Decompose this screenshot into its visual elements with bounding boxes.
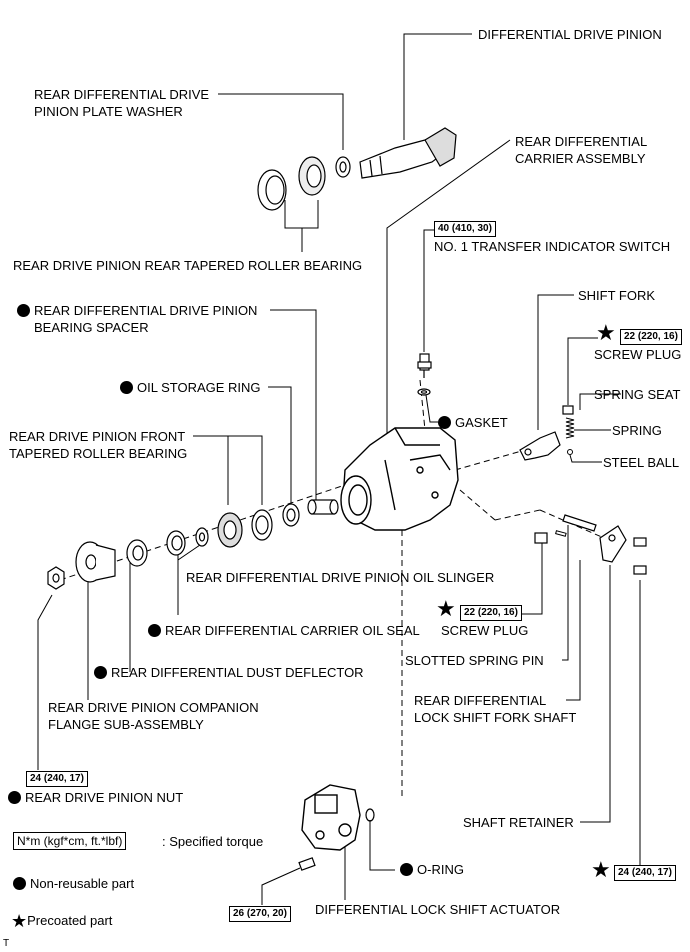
label-oil-seal: REAR DIFFERENTIAL CARRIER OIL SEAL <box>148 622 420 639</box>
label-differential-drive-pinion: DIFFERENTIAL DRIVE PINION <box>478 27 662 42</box>
rear-bearing-part <box>257 156 326 211</box>
oil-seal-part <box>166 530 186 556</box>
leader-drive-pinion <box>403 33 472 140</box>
leader-actuator-bolt <box>261 867 301 905</box>
leader-steel-ball <box>569 454 602 463</box>
non-reusable-dot-icon <box>8 791 21 804</box>
non-reusable-dot-icon <box>94 666 107 679</box>
non-reusable-dot-icon <box>120 381 133 394</box>
legend-torque-desc: : Specified torque <box>162 834 264 849</box>
torque-box-screw-plug-top: 22 (220, 16) <box>620 329 682 345</box>
label-slotted-spring-pin: SLOTTED SPRING PIN <box>405 653 544 668</box>
leader-oil-storage <box>268 386 292 505</box>
label-gasket: GASKET <box>438 414 508 431</box>
retainer-bolts-part <box>633 537 647 575</box>
label-transfer-indicator-switch: NO. 1 TRANSFER INDICATOR SWITCH <box>434 239 671 254</box>
leader-o-ring <box>369 820 395 871</box>
label-lock-shift-actuator: DIFFERENTIAL LOCK SHIFT ACTUATOR <box>315 902 561 917</box>
leader-spring-seat <box>579 393 621 410</box>
precoated-star-icon: ★ <box>11 911 28 932</box>
leader-screw-plug-top <box>567 337 598 405</box>
leader-carrier-assembly <box>386 139 511 440</box>
non-reusable-dot-icon <box>438 416 451 429</box>
torque-box-shaft-retainer-bolt: 24 (240, 17) <box>614 865 676 881</box>
label-companion-flange-line1: REAR DRIVE PINION COMPANION <box>48 700 259 715</box>
label-pinion-nut: REAR DRIVE PINION NUT <box>8 789 183 806</box>
shaft-retainer-part <box>599 525 627 563</box>
precoated-star-icon: ★ <box>591 858 611 883</box>
footer-mark: T <box>3 938 10 949</box>
legend-non-reusable: Non-reusable part <box>13 875 134 892</box>
label-bearing-spacer-line2: BEARING SPACER <box>34 320 149 335</box>
oil-slinger-part <box>195 527 209 547</box>
precoated-star-icon: ★ <box>436 597 456 622</box>
torque-box-switch: 40 (410, 30) <box>434 221 496 237</box>
leader-front-bearing <box>193 435 229 505</box>
non-reusable-dot-icon <box>13 877 26 890</box>
leader-pinion-nut <box>37 594 53 770</box>
label-carrier-assembly-line1: REAR DIFFERENTIAL <box>515 134 648 149</box>
label-steel-ball: STEEL BALL <box>603 455 680 470</box>
non-reusable-dot-icon <box>400 863 413 876</box>
slotted-spring-pin-part <box>555 530 567 537</box>
label-front-bearing-line1: REAR DRIVE PINION FRONT <box>9 429 186 444</box>
leader-shaft-retainer <box>580 565 611 823</box>
dust-deflector-part <box>126 539 148 567</box>
leader-plate-washer <box>218 93 344 150</box>
legend-precoated: ★Precoated part <box>11 911 113 932</box>
companion-flange-part <box>75 541 116 583</box>
label-plate-washer-line2: PINION PLATE WASHER <box>34 104 183 119</box>
torque-box-screw-plug-mid: 22 (220, 16) <box>460 605 522 621</box>
label-bearing-spacer-line1: REAR DIFFERENTIAL DRIVE PINION <box>17 302 257 319</box>
label-shaft-retainer: SHAFT RETAINER <box>463 815 574 830</box>
label-carrier-assembly-line2: CARRIER ASSEMBLY <box>515 151 646 166</box>
plate-washer-part <box>335 156 351 178</box>
actuator-bolt-part <box>298 857 316 871</box>
label-screw-plug-top: SCREW PLUG <box>594 347 682 362</box>
label-lock-fork-shaft-line1: REAR DIFFERENTIAL <box>414 693 547 708</box>
screw-plug-mid-part <box>534 532 548 544</box>
leader-rear-bearing <box>284 200 319 229</box>
label-oil-storage-ring: OIL STORAGE RING <box>120 379 261 396</box>
label-spring-seat: SPRING SEAT <box>594 387 681 402</box>
pinion-nut-part <box>47 566 65 590</box>
label-lock-fork-shaft-line2: LOCK SHIFT FORK SHAFT <box>414 710 577 725</box>
label-o-ring: O-RING <box>400 861 464 878</box>
leader-slotted-pin <box>562 525 569 661</box>
lock-shift-actuator-part <box>301 784 361 851</box>
label-rear-tapered-bearing: REAR DRIVE PINION REAR TAPERED ROLLER BE… <box>13 258 363 273</box>
legend-torque-unit-box: N*m (kgf*cm, ft.*lbf) <box>13 832 127 850</box>
screw-plug-top-part <box>562 405 574 415</box>
label-spring: SPRING <box>612 423 662 438</box>
torque-box-actuator-bolt: 26 (270, 20) <box>229 906 291 922</box>
non-reusable-dot-icon <box>17 304 30 317</box>
label-companion-flange-line2: FLANGE SUB-ASSEMBLY <box>48 717 204 732</box>
label-oil-slinger: REAR DIFFERENTIAL DRIVE PINION OIL SLING… <box>186 570 495 585</box>
spring-part <box>565 417 575 455</box>
front-bearing-part <box>217 509 273 548</box>
leader-bearing-spacer <box>270 309 317 500</box>
leader-screw-plug-mid <box>514 540 543 615</box>
leader-shift-fork <box>537 294 574 430</box>
o-ring-part <box>365 808 375 822</box>
non-reusable-dot-icon <box>148 624 161 637</box>
drive-pinion-part <box>359 127 457 179</box>
indicator-switch-part <box>417 353 432 396</box>
lock-fork-shaft-part <box>562 514 597 532</box>
label-shift-fork: SHIFT FORK <box>578 288 656 303</box>
precoated-star-icon: ★ <box>596 321 616 346</box>
label-dust-deflector: REAR DIFFERENTIAL DUST DEFLECTOR <box>94 664 364 681</box>
oil-storage-ring-part <box>282 503 300 527</box>
carrier-housing-part <box>340 427 459 531</box>
label-screw-plug-mid: SCREW PLUG <box>441 623 529 638</box>
leader-indicator-switch <box>423 229 434 352</box>
shift-fork-part <box>519 431 561 461</box>
leader-lock-fork-shaft <box>566 560 581 701</box>
torque-box-pinion-nut: 24 (240, 17) <box>26 771 88 787</box>
label-front-bearing-line2: TAPERED ROLLER BEARING <box>9 446 188 461</box>
label-plate-washer-line1: REAR DIFFERENTIAL DRIVE <box>34 87 210 102</box>
leader-gasket <box>425 394 438 423</box>
bearing-spacer-part <box>307 499 339 515</box>
